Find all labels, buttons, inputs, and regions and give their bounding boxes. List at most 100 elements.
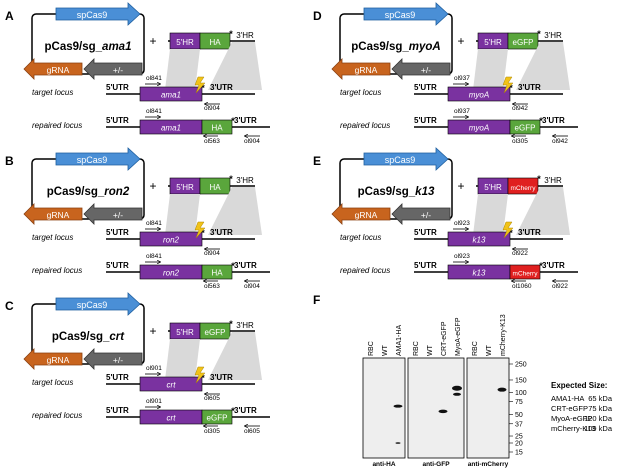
donor-tag-label: HA bbox=[209, 183, 221, 192]
panel-letter: D bbox=[313, 9, 322, 23]
repaired-gene-label: k13 bbox=[473, 269, 486, 278]
grna-arrow bbox=[331, 58, 391, 80]
repaired-tag-label: eGFP bbox=[515, 124, 536, 133]
marker-label: +/- bbox=[421, 210, 431, 220]
cas9-label: spCas9 bbox=[77, 300, 108, 310]
cas9-arrow bbox=[55, 292, 141, 316]
repaired-tag-label: eGFP bbox=[207, 414, 228, 423]
plasmid-name: pCas9/sg_crt bbox=[52, 331, 125, 343]
marker-arrow bbox=[83, 203, 143, 225]
target-locus-label: target locus bbox=[340, 233, 381, 242]
cas9-arrow bbox=[55, 2, 141, 26]
grna-label: gRNA bbox=[47, 65, 70, 75]
repaired-locus-label: repaired locus bbox=[32, 266, 82, 275]
repaired-tag bbox=[201, 119, 233, 135]
donor-5hr-label: 5'HR bbox=[484, 183, 502, 192]
primer-fwd-label: ol841 bbox=[146, 75, 162, 82]
target-gene bbox=[139, 86, 203, 102]
panel-letter: F bbox=[313, 293, 320, 307]
primer-fwd-label: ol841 bbox=[146, 253, 162, 260]
target-gene bbox=[139, 231, 203, 247]
repaired-locus-label: repaired locus bbox=[32, 411, 82, 420]
primer-fwd-label: ol937 bbox=[454, 75, 470, 82]
marker-label: 100 bbox=[515, 390, 527, 397]
grna-arrow bbox=[23, 58, 83, 80]
blot-band bbox=[453, 392, 461, 396]
marker-label: +/- bbox=[113, 210, 123, 220]
repaired-tag bbox=[201, 409, 233, 425]
stop-codon-mark: * bbox=[231, 406, 235, 416]
panel-letter: B bbox=[5, 154, 14, 168]
target-gene-label: ama1 bbox=[161, 91, 181, 100]
cas9-arrow bbox=[363, 2, 449, 26]
plasmid-name: pCas9/sg_k13 bbox=[358, 186, 435, 198]
primer-rev-label: ol605 bbox=[204, 395, 220, 402]
target-5utr-label: 5'UTR bbox=[106, 228, 129, 237]
repaired-5utr-label: 5'UTR bbox=[106, 116, 129, 125]
repaired-gene-label: ama1 bbox=[161, 124, 181, 133]
expected-size: 120 kDa bbox=[584, 414, 613, 423]
primer-fwd-label: ol937 bbox=[454, 108, 470, 115]
homology-3-shade bbox=[516, 42, 570, 90]
plasmid-name: pCas9/sg_ron2 bbox=[47, 186, 130, 198]
stop-codon-mark: * bbox=[537, 29, 541, 39]
panel-letter: A bbox=[5, 9, 14, 23]
lane-label: WT bbox=[427, 344, 434, 356]
marker-label: 20 bbox=[515, 441, 523, 448]
donor-tag-label: mCherry bbox=[511, 185, 537, 192]
repaired-3utr-label: 3'UTR bbox=[234, 116, 257, 125]
plasmid-gene: ron2 bbox=[104, 186, 130, 198]
primer-rev-label: ol605 bbox=[244, 428, 260, 435]
lane-label: RBC bbox=[368, 341, 375, 356]
target-gene bbox=[447, 231, 511, 247]
donor-tag bbox=[507, 32, 539, 50]
expected-name: CRT-eGFP bbox=[551, 404, 588, 413]
primer-fwd-label: ol901 bbox=[146, 365, 162, 372]
donor-tag-label: eGFP bbox=[513, 38, 534, 47]
target-gene-label: crt bbox=[167, 381, 177, 390]
stop-codon-mark: * bbox=[229, 174, 233, 184]
homology-5-shade bbox=[473, 194, 508, 235]
marker-arrow bbox=[391, 203, 451, 225]
expected-name: AMA1-HA bbox=[551, 394, 584, 403]
primer-fwd-label: ol841 bbox=[146, 220, 162, 227]
cas9-label: spCas9 bbox=[77, 155, 108, 165]
cas9-cut-icon bbox=[194, 221, 206, 239]
donor-tag bbox=[199, 177, 231, 195]
stop-codon-mark: * bbox=[539, 116, 543, 126]
marker-label: 25 bbox=[515, 434, 523, 441]
donor-3hr-label: 3'HR bbox=[236, 176, 254, 185]
repaired-5utr-label: 5'UTR bbox=[106, 261, 129, 270]
primer-fwd-label: ol901 bbox=[146, 398, 162, 405]
primer-rev-label: ol922 bbox=[552, 283, 568, 290]
marker-arrow bbox=[83, 58, 143, 80]
repaired-3utr-label: 3'UTR bbox=[542, 261, 565, 270]
lane-label: RBC bbox=[413, 341, 420, 356]
primer-rev2-label: ol305 bbox=[512, 138, 528, 145]
lane-label: MyoA-eGFP bbox=[455, 317, 462, 356]
target-locus-label: target locus bbox=[32, 378, 73, 387]
grna-label: gRNA bbox=[355, 65, 378, 75]
lane-label: RBC bbox=[472, 341, 479, 356]
repaired-tag bbox=[509, 119, 541, 135]
lane-label: WT bbox=[486, 344, 493, 356]
donor-tag-label: eGFP bbox=[205, 328, 226, 337]
primer-rev2-label: ol305 bbox=[204, 428, 220, 435]
repaired-locus-label: repaired locus bbox=[340, 121, 390, 130]
panel-letter: C bbox=[5, 299, 14, 313]
donor-5hr-label: 5'HR bbox=[176, 38, 194, 47]
plus-sign: + bbox=[149, 34, 156, 48]
antibody-label: anti-GFP bbox=[422, 461, 450, 468]
lane-label: CRT-eGFP bbox=[441, 321, 448, 356]
plasmid-gene: ama1 bbox=[102, 41, 131, 53]
marker-label: 15 bbox=[515, 450, 523, 457]
marker-label: 150 bbox=[515, 377, 527, 384]
primer-rev-label: ol942 bbox=[552, 138, 568, 145]
plasmid-name: pCas9/sg_ama1 bbox=[45, 41, 132, 53]
blot-band bbox=[497, 387, 507, 392]
repaired-gene-label: myoA bbox=[469, 124, 489, 133]
antibody-label: anti-mCherry bbox=[468, 461, 509, 468]
